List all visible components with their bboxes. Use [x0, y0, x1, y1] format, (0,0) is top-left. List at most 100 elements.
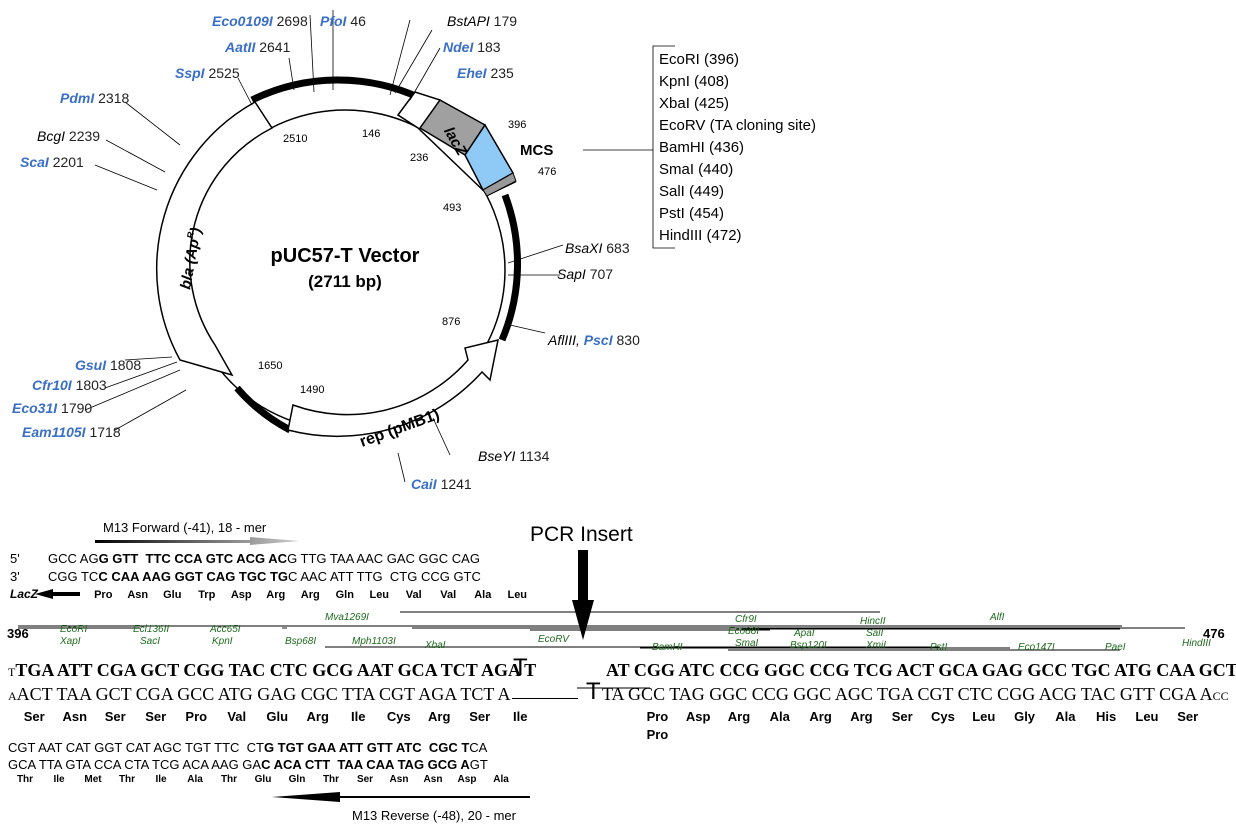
amino-acid: Pro [94, 589, 113, 601]
map-site-label: PdmI 2318 [60, 90, 129, 106]
map-site-label: CaiI 1241 [411, 476, 472, 492]
amino-acid: Val [440, 589, 457, 601]
mcs-site-label: Mva1269I [325, 612, 369, 623]
mcs-gray-end [482, 172, 517, 197]
mcs-site-label: PstI [930, 642, 948, 653]
lower-sequence-block: CGT AAT CAT GGT CAT AGC TGT TTC CTG TGT … [8, 740, 518, 785]
mcs-site-label: Eco147I [1018, 642, 1055, 653]
insert-t-top: T [513, 654, 528, 681]
mcs-end-pos: 476 [1203, 626, 1225, 641]
amino-acid: Ala [769, 709, 790, 724]
map-position-label: 1650 [258, 360, 282, 372]
amino-acid: Thr [16, 774, 34, 785]
mcs-site-label: Eco88I [728, 626, 760, 637]
map-site-label: AatII 2641 [224, 39, 291, 55]
amino-acid: Ser [356, 774, 374, 785]
mcs-site-label: SmaI [735, 638, 759, 649]
mcs-site-label: Bsp68I [285, 636, 317, 647]
amino-acid: Ala [187, 774, 203, 785]
amino-acid: Asn [62, 709, 88, 724]
map-site-label: GsuI 1808 [75, 357, 141, 373]
map-site-label: BseYI 1134 [478, 448, 550, 464]
map-site-label: Eco0109I 2698 [212, 13, 308, 29]
insert-gap-bottom [512, 698, 578, 699]
mcs-site-label: KpnI [212, 636, 233, 647]
mcs-site-label: XapI [60, 636, 81, 647]
amino-acid: Cys [386, 709, 411, 724]
amino-acid: Ile [351, 709, 366, 724]
map-position-label: 146 [362, 128, 380, 140]
lower-top-strand: CGT AAT CAT GGT CAT AGC TGT TTC CTG TGT … [8, 740, 488, 755]
amino-acid: Pro [185, 709, 208, 724]
mcs-site-label: PaeI [1105, 642, 1126, 653]
backbone-thick-top [250, 76, 422, 104]
mcs-site-label: XbaI [425, 640, 446, 651]
amino-acid: Pro [646, 727, 669, 742]
upper-sequence-block: 5'GCC AGG GTT TTC CCA GTC ACG ACG TTG TA… [10, 551, 535, 601]
mcs-site-label: ApaI [794, 628, 815, 639]
amino-acid: Gln [288, 774, 306, 785]
map-site-label: Eco31I 1790 [12, 400, 92, 416]
amino-acid: Met [84, 774, 102, 785]
amino-acid: Ile [53, 774, 65, 785]
amino-acid: Ser [469, 709, 491, 724]
backbone-thick-right [498, 193, 522, 342]
m13-forward-arrow [95, 537, 300, 545]
amino-acid: Glu [163, 589, 182, 601]
amino-acid: Ala [474, 589, 492, 601]
backbone-thick-bottom [234, 385, 292, 434]
map-site-label: PfoI 46 [320, 13, 366, 29]
amino-acid: Glu [254, 774, 272, 785]
insert-t-bottom: T [586, 678, 601, 705]
map-site-label: BsaXI 683 [565, 240, 630, 256]
amino-acid: Arg [809, 709, 832, 724]
mcs-top-strand: TTGA ATT CGA GCT CGG TAC CTC GCG AAT GCA… [8, 660, 537, 680]
map-position-label: 2510 [283, 133, 307, 145]
bla-arrow [155, 101, 274, 377]
pcr-insert-label: PCR Insert [530, 523, 633, 546]
mcs-label: MCS [520, 142, 553, 159]
rep-arrow [287, 338, 499, 438]
lacz-direction-arrow [35, 589, 80, 599]
amino-acid: Arg [266, 589, 286, 601]
amino-acid: Val [405, 589, 422, 601]
amino-acid: Arg [306, 709, 329, 724]
vector-size: (2711 bp) [308, 272, 382, 291]
mcs-site-label: Acc65I [210, 624, 241, 635]
amino-acid: Ser [891, 709, 913, 724]
mcs-list-item: SmaI (440) [659, 161, 733, 178]
map-site-label: SspI 2525 [175, 65, 240, 81]
amino-acid: Leu [369, 589, 390, 601]
map-site-label: BstAPI 179 [447, 13, 517, 29]
mcs-site-label: Bsp120I [790, 640, 827, 651]
map-site-label: EheI 235 [457, 65, 514, 81]
amino-acid: Leu [972, 709, 996, 724]
site-leaders [84, 10, 675, 483]
map-site-label: Cfr10I 1803 [32, 377, 107, 393]
mcs-list-item: PstI (454) [659, 205, 724, 222]
amino-acid: Ser [145, 709, 167, 724]
amino-acid: Asn [389, 774, 409, 785]
amino-acid: Ser [1177, 709, 1199, 724]
mcs-site-label: Mph1103I [352, 636, 396, 647]
mcs-site-label: SalI [866, 628, 884, 639]
amino-acid: Pro [646, 709, 669, 724]
map-site-label: AflIII, PscI 830 [547, 332, 640, 348]
amino-acid: Leu [507, 589, 528, 601]
map-position-label: 493 [443, 202, 461, 214]
map-site-label: NdeI 183 [443, 39, 501, 55]
amino-acid: Asn [423, 774, 443, 785]
upper-bottom-strand: 3'CGG TCC CAA AAG GGT CAG TGC TGC AAC AT… [10, 569, 481, 584]
amino-acid: Asp [230, 589, 252, 601]
amino-acid: Ser [104, 709, 126, 724]
amino-acid: Arg [727, 709, 751, 724]
amino-acid: Trp [198, 589, 216, 601]
mcs-site-label: Ecl136II [133, 624, 170, 635]
mcs-site-label: Cfr9I [735, 614, 757, 625]
mcs-list-item: SalI (449) [659, 183, 724, 200]
mcs-site-label: EcoRI [60, 624, 88, 635]
